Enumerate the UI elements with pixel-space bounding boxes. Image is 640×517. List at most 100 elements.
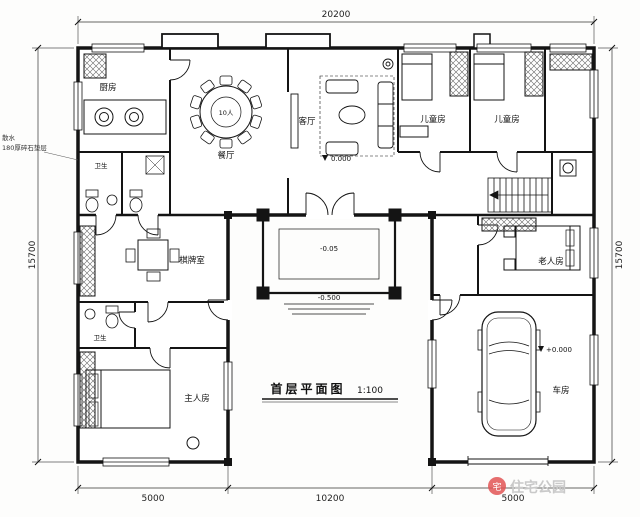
bed-icon <box>515 225 581 271</box>
nightstand-icon <box>503 225 516 238</box>
door-gaps <box>96 60 548 466</box>
entry-porch <box>256 208 402 315</box>
dim-bottom-center-label: 10200 <box>316 494 345 504</box>
dimension-left: 15700 <box>28 44 74 466</box>
bed-icon <box>473 53 505 101</box>
kitchen-furniture <box>83 53 167 135</box>
bath2-door-icon <box>118 311 136 329</box>
dimension-top: 20200 <box>74 10 598 44</box>
note-leader-line <box>43 151 79 161</box>
dim-left-label: 15700 <box>28 240 38 269</box>
label-elder: 老人房 <box>538 256 564 267</box>
drawing-scale: 1:100 <box>357 386 383 396</box>
chair-icon <box>146 228 161 239</box>
child1-furniture <box>399 51 469 138</box>
watermark-logo-glyph: 宅 <box>492 481 501 493</box>
level-triangle-icon <box>322 155 328 161</box>
staircase <box>487 177 553 213</box>
rug <box>319 75 395 157</box>
side-note: 散水 180厚碎石垫层 <box>2 133 79 161</box>
title-block: 首层平面图 1:100 <box>262 381 398 403</box>
master-furniture <box>79 351 200 450</box>
bath1-fixtures <box>85 155 165 213</box>
bath1-door-icon <box>95 214 117 236</box>
level-marks: 0.000 -0.05 -0.500 +0.000 <box>318 155 572 354</box>
living-furniture <box>290 58 395 157</box>
level-hall: 0.000 <box>331 155 351 163</box>
label-dining: 餐厅 <box>217 151 235 161</box>
tv-cabinet-icon <box>290 93 299 149</box>
wardrobe-icon <box>79 351 96 429</box>
level-triangle-icon <box>538 346 544 352</box>
room-labels: 厨房 10人 餐厅 客厅 儿童房 儿童房 老人房 主人房 棋牌室 车房 卫生 卫… <box>94 82 570 404</box>
wardrobe-icon <box>449 51 469 97</box>
bay-window-top-2 <box>265 33 331 49</box>
pillow-icon <box>565 249 575 267</box>
dining-furniture <box>189 75 263 149</box>
porch-column-icon <box>256 286 270 300</box>
master-door-icon <box>149 347 171 369</box>
label-living: 客厅 <box>298 116 316 127</box>
bath1b-door-icon <box>137 214 159 236</box>
drawing-title: 首层平面图 <box>270 381 345 396</box>
toilet-icon <box>85 197 99 213</box>
bath2-fixtures <box>84 305 119 329</box>
windows <box>73 43 599 467</box>
label-child1: 儿童房 <box>420 114 446 125</box>
garage-door-icon <box>439 294 461 316</box>
dim-top-label: 20200 <box>322 10 351 20</box>
fridge-icon <box>83 53 107 79</box>
sofa-icon <box>377 81 394 149</box>
plant-icon <box>382 58 394 70</box>
label-garage: 车房 <box>552 385 569 396</box>
washer-icon <box>559 159 577 177</box>
kitchen-counter <box>83 99 167 135</box>
dim-bottom-right-label: 5000 <box>502 494 525 504</box>
watermark-text: 住宅公园 <box>510 479 566 496</box>
elder-furniture <box>481 217 581 271</box>
wardrobe-icon <box>481 217 537 232</box>
dimension-bottom: 5000 10200 5000 <box>74 466 598 504</box>
nightstand-icon <box>503 258 516 271</box>
shower-icon <box>145 155 165 175</box>
closet-icon <box>549 53 593 71</box>
dim-right-label: 15700 <box>615 240 625 269</box>
entry-steps <box>284 303 374 315</box>
hall-furniture <box>559 159 577 177</box>
label-bath2: 卫生 <box>94 333 108 342</box>
toilet-tank-icon <box>105 305 119 314</box>
label-dining-seats: 10人 <box>219 109 234 117</box>
dimension-right: 15700 <box>598 44 625 466</box>
watermark-logo-icon <box>488 477 506 495</box>
bed-icon <box>401 53 433 101</box>
sink-icon <box>84 308 96 320</box>
bay-window-top-1 <box>161 33 219 49</box>
car-body-icon <box>481 311 537 437</box>
child2-door-icon <box>496 151 518 173</box>
pillow-icon <box>88 401 99 427</box>
chair-icon <box>169 248 180 263</box>
toilet-icon <box>129 197 143 213</box>
child2-furniture <box>473 51 593 101</box>
sofa-bottom-icon <box>325 141 359 156</box>
toilet-tank-icon <box>85 189 99 198</box>
dim-bottom-left-label: 5000 <box>142 494 165 504</box>
left-wing-door-icon <box>207 299 229 321</box>
note-line2: 180厚碎石垫层 <box>2 143 47 152</box>
game-table-icon <box>137 239 169 271</box>
label-child2: 儿童房 <box>494 114 520 125</box>
sofa-top-icon <box>325 79 359 94</box>
level-steps: -0.500 <box>318 294 341 302</box>
dining-table-icon <box>199 85 253 139</box>
chess-furniture <box>79 225 180 297</box>
desk-icon <box>399 125 429 138</box>
entry-door-left-icon <box>305 192 329 216</box>
label-master: 主人房 <box>184 393 210 404</box>
label-chess: 棋牌室 <box>179 255 205 266</box>
stool-icon <box>186 436 200 450</box>
stair-arrow-icon <box>489 190 499 200</box>
window-icon <box>73 43 599 467</box>
pillow-icon <box>565 229 575 247</box>
